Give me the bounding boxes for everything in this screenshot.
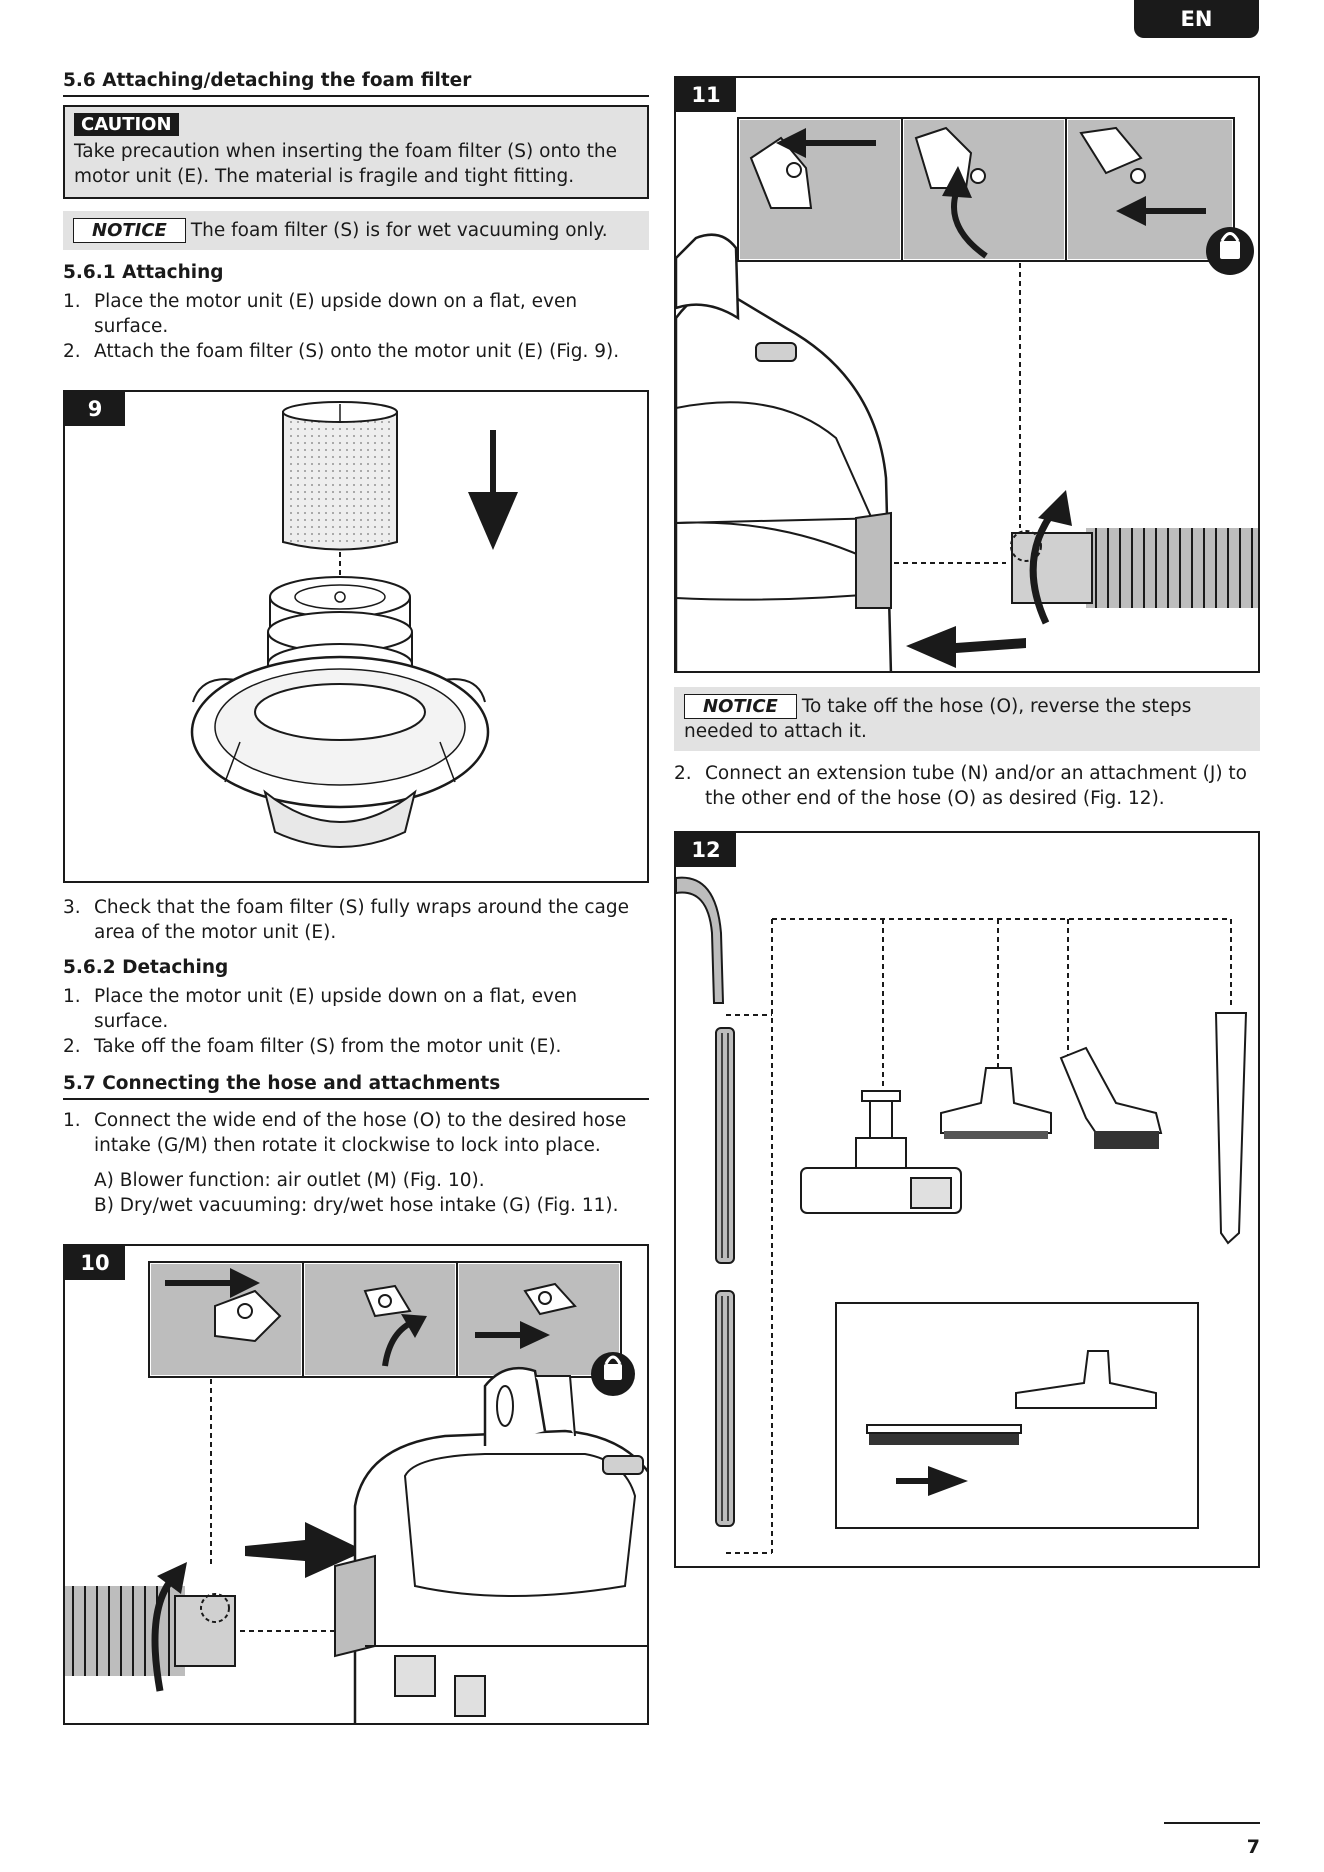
notice-tag: NOTICE (684, 694, 797, 719)
right-column: 11 (674, 76, 1260, 1568)
subheading-attaching: 5.6.1 Attaching (63, 262, 224, 283)
notice-text: The foam filter (S) is for wet vacuuming… (190, 220, 608, 241)
detaching-steps: 1.Place the motor unit (E) upside down o… (63, 984, 649, 1059)
option-b: B) Dry/wet vacuuming: dry/wet hose intak… (94, 1195, 619, 1216)
figure-number: 11 (676, 78, 736, 112)
list-item: 2.Attach the foam filter (S) onto the mo… (63, 341, 620, 362)
figure-number: 9 (65, 392, 125, 426)
list-item: 2.Take off the foam filter (S) from the … (63, 1036, 562, 1057)
figure-10: 10 (63, 1244, 649, 1725)
figure-number: 10 (65, 1246, 125, 1280)
subheading-detaching: 5.6.2 Detaching (63, 957, 229, 978)
figure-12: 12 (674, 831, 1260, 1568)
list-item: 1.Connect the wide end of the hose (O) t… (63, 1110, 627, 1156)
filter-illustration (190, 401, 518, 848)
language-tab: EN (1134, 0, 1259, 38)
list-item: 3.Check that the foam filter (S) fully w… (63, 897, 630, 943)
caution-box: CAUTION Take precaution when inserting t… (63, 105, 649, 199)
caution-tag: CAUTION (74, 113, 179, 136)
figure-number: 12 (676, 833, 736, 867)
caution-text: Take precaution when inserting the foam … (74, 141, 617, 187)
connecting-step-2: 2.Connect an extension tube (N) and/or a… (674, 761, 1260, 811)
attaching-step-3: 3.Check that the foam filter (S) fully w… (63, 895, 649, 945)
list-item: 2.Connect an extension tube (N) and/or a… (674, 763, 1247, 809)
attachments-illustration (676, 876, 1248, 1554)
list-item: 1.Place the motor unit (E) upside down o… (63, 291, 578, 337)
footer-rule (1164, 1822, 1260, 1824)
section-heading-5-7: 5.7 Connecting the hose and attachments (63, 1073, 649, 1100)
hose-intake-illustration (676, 117, 1258, 671)
notice-tag: NOTICE (73, 218, 186, 243)
figure-9: 9 (63, 390, 649, 883)
option-a: A) Blower function: air outlet (M) (Fig.… (94, 1170, 485, 1191)
connecting-step-1: 1.Connect the wide end of the hose (O) t… (63, 1108, 649, 1158)
left-column: 5.6 Attaching/detaching the foam filter … (63, 70, 649, 1725)
section-heading-5-6: 5.6 Attaching/detaching the foam filter (63, 70, 649, 97)
notice-text: To take off the hose (O), reverse the st… (684, 696, 1192, 742)
figure-11: 11 (674, 76, 1260, 673)
blower-hose-illustration (65, 1261, 647, 1723)
attaching-steps: 1.Place the motor unit (E) upside down o… (63, 289, 649, 364)
page-number: 7 (1246, 1836, 1260, 1858)
list-item: 1.Place the motor unit (E) upside down o… (63, 986, 578, 1032)
